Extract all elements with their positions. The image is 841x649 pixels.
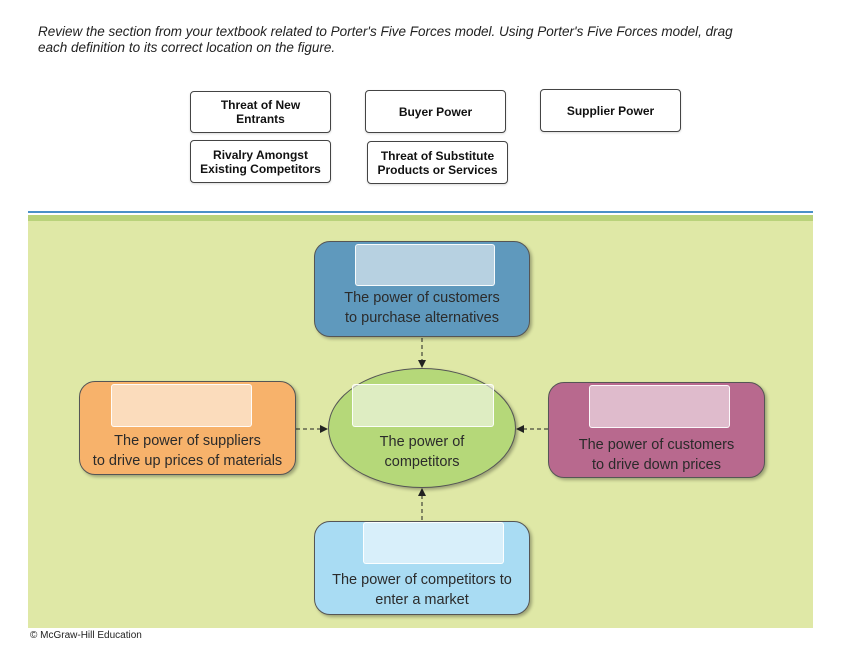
- drop-zone-center[interactable]: [352, 384, 494, 427]
- chip-supplier-power[interactable]: Supplier Power: [540, 89, 681, 132]
- node-right-line1: The power of customers: [578, 437, 735, 453]
- chip-label: Threat of Substitute Products or Service…: [377, 148, 498, 177]
- chip-rivalry-amongst-existing-competitors[interactable]: Rivalry Amongst Existing Competitors: [190, 140, 331, 183]
- node-bottom-new-entrants: The power of competitors to enter a mark…: [314, 521, 530, 615]
- drop-zone-top[interactable]: [355, 244, 495, 286]
- node-center-line1: The power of: [379, 434, 465, 450]
- node-center-competitors: The power of competitors: [328, 368, 516, 488]
- node-top-line1: The power of customers: [344, 290, 500, 306]
- drop-zone-left[interactable]: [111, 384, 252, 427]
- chip-threat-of-new-entrants[interactable]: Threat of New Entrants: [190, 91, 331, 133]
- copyright-footer: © McGraw-Hill Education: [30, 630, 142, 641]
- node-center-line2: competitors: [384, 454, 460, 470]
- chip-label: Threat of New Entrants: [220, 98, 301, 126]
- node-left-supplier-power: The power of suppliers to drive up price…: [79, 381, 296, 475]
- node-top-customer-alternatives: The power of customers to purchase alter…: [314, 241, 530, 337]
- node-bottom-line1: The power of competitors to: [332, 572, 512, 588]
- node-right-line2: to drive down prices: [592, 457, 721, 473]
- chip-buyer-power[interactable]: Buyer Power: [365, 90, 506, 133]
- node-left-line1: The power of suppliers: [114, 433, 261, 449]
- chip-label: Rivalry Amongst Existing Competitors: [200, 147, 321, 176]
- node-left-line2: to drive up prices of materials: [92, 453, 283, 469]
- chip-label: Buyer Power: [398, 104, 473, 119]
- chip-label: Supplier Power: [566, 103, 655, 118]
- drop-zone-right[interactable]: [589, 385, 730, 428]
- drop-zone-bottom[interactable]: [363, 522, 504, 564]
- node-right-buyer-power: The power of customers to drive down pri…: [548, 382, 765, 478]
- chip-threat-of-substitutes[interactable]: Threat of Substitute Products or Service…: [367, 141, 508, 184]
- instructions-text: Review the section from your textbook re…: [38, 24, 733, 55]
- node-bottom-line2: enter a market: [375, 592, 469, 608]
- node-top-line2: to purchase alternatives: [345, 310, 499, 326]
- divider-line: [28, 211, 813, 213]
